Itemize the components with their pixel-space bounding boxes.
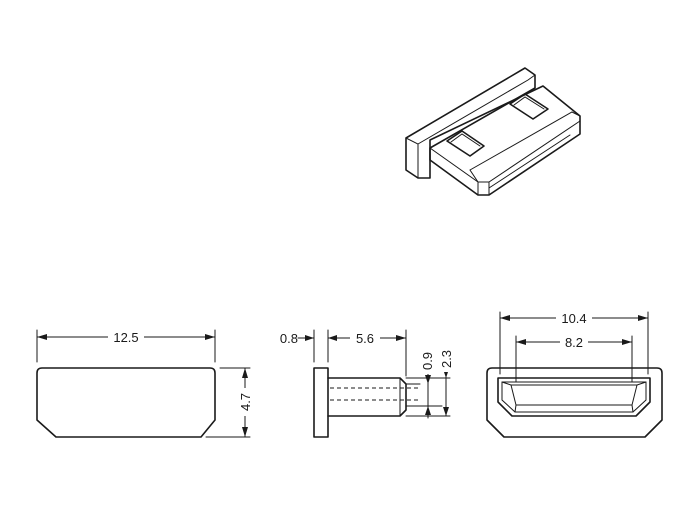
- dim-front-height: 4.7: [238, 393, 253, 411]
- side-view: 0.8 5.6 0.9 2.3: [280, 329, 454, 438]
- dim-rear-outer-width: 10.4: [561, 311, 586, 326]
- front-outline: [36, 367, 216, 438]
- dim-side-small: 0.9: [420, 352, 435, 370]
- side-shaft: [327, 377, 407, 417]
- rear-outline: [486, 367, 663, 438]
- dim-side-height: 2.3: [439, 350, 454, 368]
- isometric-view: [405, 67, 581, 196]
- front-view: 12.5 4.7: [36, 328, 253, 438]
- rear-view: 10.4 8.2: [486, 310, 663, 438]
- side-flange: [313, 367, 329, 438]
- dim-front-width: 12.5: [113, 330, 138, 345]
- dim-rear-inner-width: 8.2: [565, 335, 583, 350]
- dim-side-length: 5.6: [356, 331, 374, 346]
- dim-side-flange: 0.8: [280, 331, 298, 346]
